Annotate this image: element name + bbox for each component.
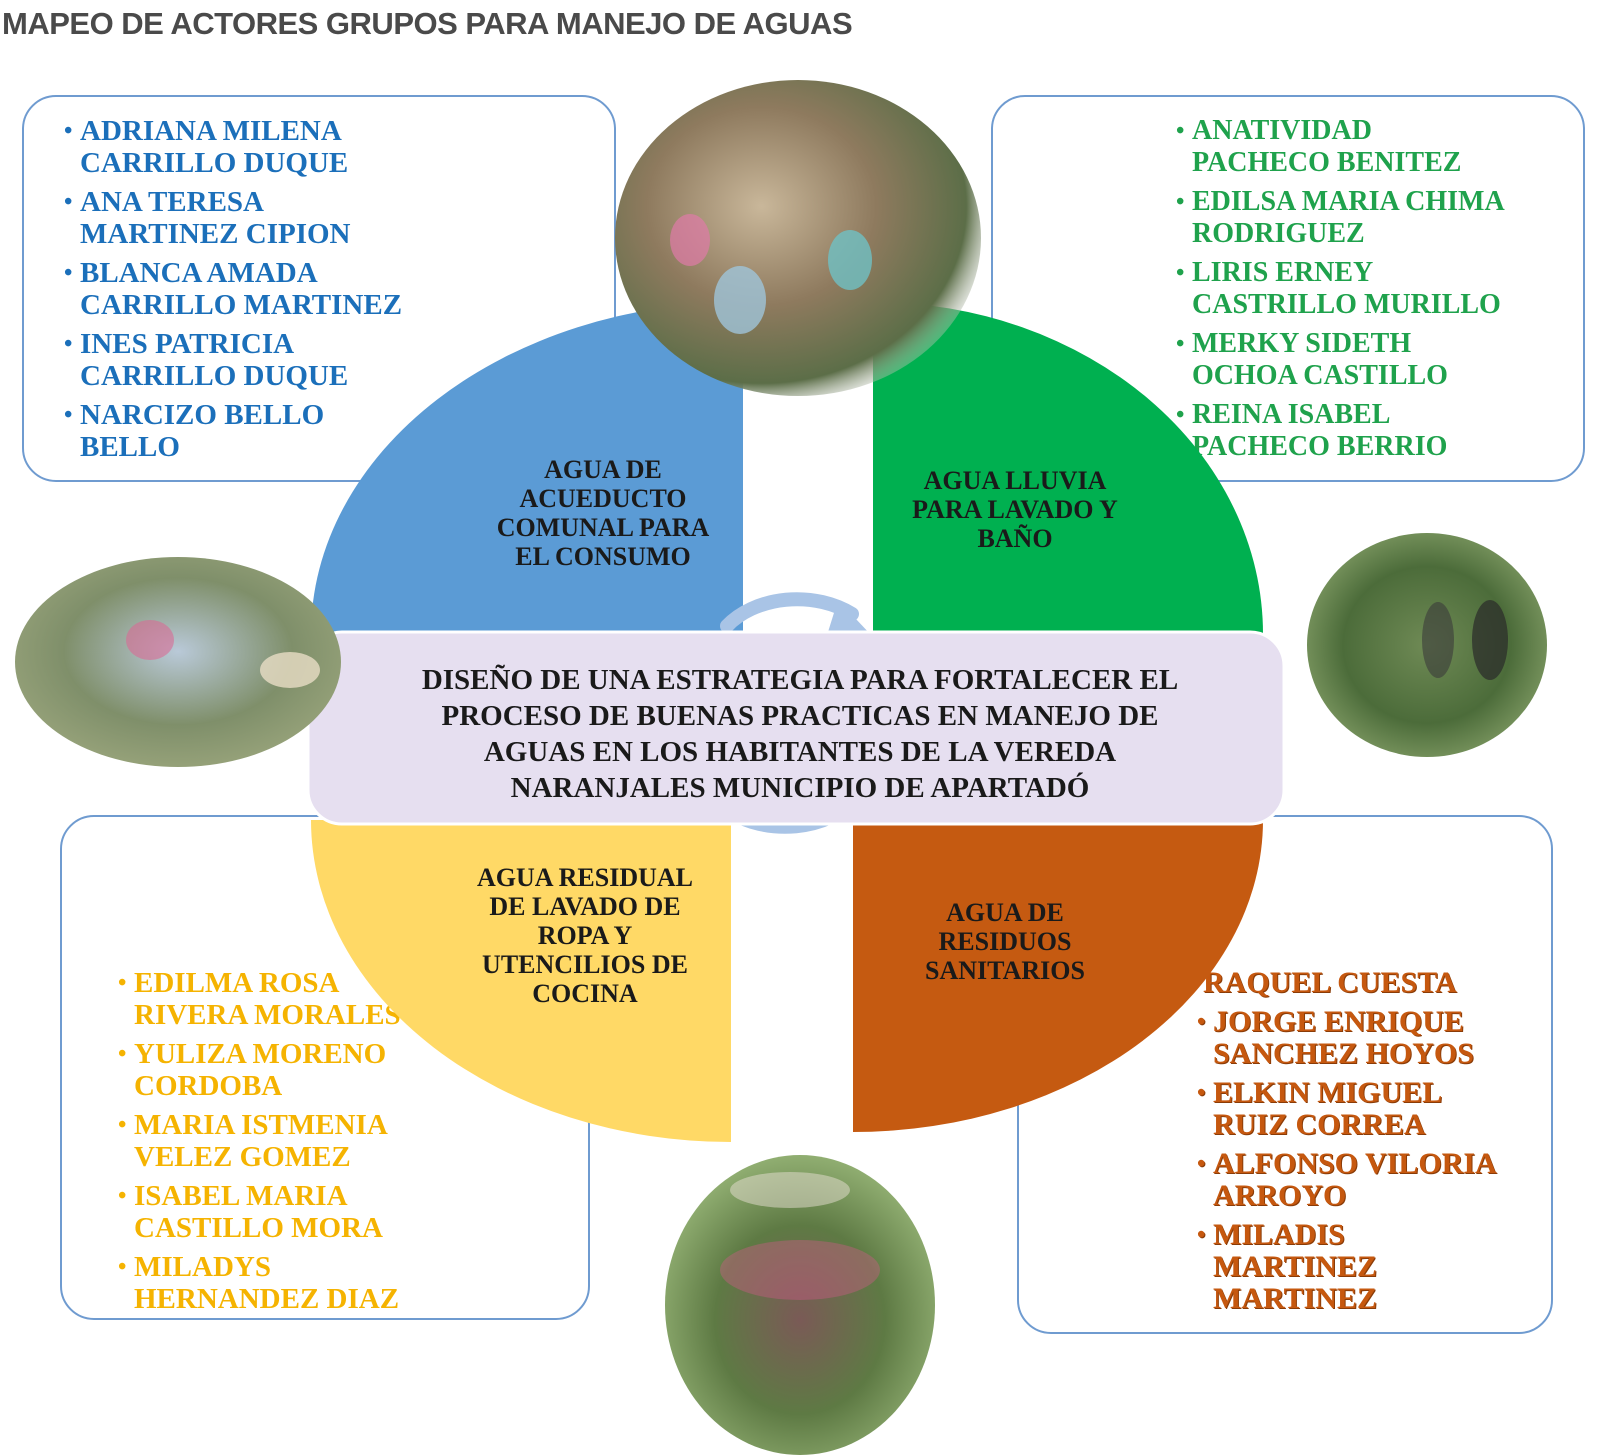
- group-box-top-left: ADRIANA MILENA CARRILLO DUQUE ANA TERESA…: [22, 95, 616, 482]
- member-name: EDILMA ROSA RIVERA MORALES: [100, 967, 588, 1031]
- strategy-title: DISEÑO DE UNA ESTRATEGIA PARA FORTALECER…: [421, 664, 1179, 804]
- quadrant-label-bottom-left: AGUA RESIDUAL DE LAVADO DE ROPA Y UTENCI…: [477, 863, 693, 1008]
- arrow-head-icon: [828, 600, 872, 636]
- quadrant-label-bottom-right: AGUA DE RESIDUOS SANITARIOS: [925, 898, 1085, 985]
- quadrant-bottom-right: [853, 820, 1263, 1132]
- member-name: JORGE ENRIQUE SANCHEZ HOYOS: [1179, 1006, 1551, 1070]
- quadrant-label-top-right: AGUA LLUVIA PARA LAVADO Y BAÑO: [912, 466, 1118, 553]
- member-name: YULIZA MORENO CORDOBA: [100, 1038, 588, 1102]
- member-name: BLANCA AMADA CARRILLO MARTINEZ: [46, 257, 614, 321]
- member-list: ADRIANA MILENA CARRILLO DUQUE ANA TERESA…: [46, 115, 614, 463]
- member-name: MERKY SIDETH OCHOA CASTILLO: [1158, 328, 1583, 392]
- member-name: ANATIVIDAD PACHECO BENITEZ: [1158, 115, 1583, 179]
- community-meeting-photo: [615, 80, 981, 396]
- member-name: MARIA ISTMENIA VELEZ GOMEZ: [100, 1109, 588, 1173]
- member-list: EDILMA ROSA RIVERA MORALES YULIZA MORENO…: [100, 967, 588, 1315]
- group-box-bottom-right: RAQUEL CUESTA JORGE ENRIQUE SANCHEZ HOYO…: [1017, 815, 1553, 1334]
- member-list: ANATIVIDAD PACHECO BENITEZ EDILSA MARIA …: [1158, 115, 1583, 463]
- member-name: ADRIANA MILENA CARRILLO DUQUE: [46, 115, 614, 179]
- member-name: ALFONSO VILORIA ARROYO: [1179, 1148, 1551, 1212]
- center-bar: [306, 630, 1286, 826]
- quadrant-bottom-left: [311, 820, 731, 1142]
- page-title: MAPEO DE ACTORES GRUPOS PARA MANEJO DE A…: [2, 6, 853, 41]
- member-name: RAQUEL CUESTA: [1203, 966, 1457, 999]
- outdoor-gathering-photo: [665, 1155, 935, 1455]
- group-working-photo: [15, 557, 341, 767]
- member-name: NARCIZO BELLO BELLO: [46, 399, 614, 463]
- quadrant-top-left: [311, 302, 743, 634]
- member-name: REINA ISABEL PACHECO BERRIO: [1158, 399, 1583, 463]
- quadrant-label-top-left: AGUA DE ACUEDUCTO COMUNAL PARA EL CONSUM…: [496, 455, 710, 571]
- member-name: MILADYS HERNANDEZ DIAZ: [100, 1251, 588, 1315]
- member-name: LIRIS ERNEY CASTRILLO MURILLO: [1158, 257, 1583, 321]
- member-name: ISABEL MARIA CASTILLO MORA: [100, 1180, 588, 1244]
- member-name: INES PATRICIA CARRILLO DUQUE: [46, 328, 614, 392]
- member-name: ELKIN MIGUEL RUIZ CORREA: [1179, 1077, 1551, 1141]
- member-name: MILADIS MARTINEZ MARTINEZ: [1179, 1219, 1551, 1315]
- member-name: EDILSA MARIA CHIMA RODRIGUEZ: [1158, 186, 1583, 250]
- quadrant-top-right: [873, 302, 1263, 634]
- member-name: ANA TERESA MARTINEZ CIPION: [46, 186, 614, 250]
- member-list: RAQUEL CUESTA JORGE ENRIQUE SANCHEZ HOYO…: [1179, 967, 1551, 1315]
- young-men-photo: [1307, 533, 1547, 757]
